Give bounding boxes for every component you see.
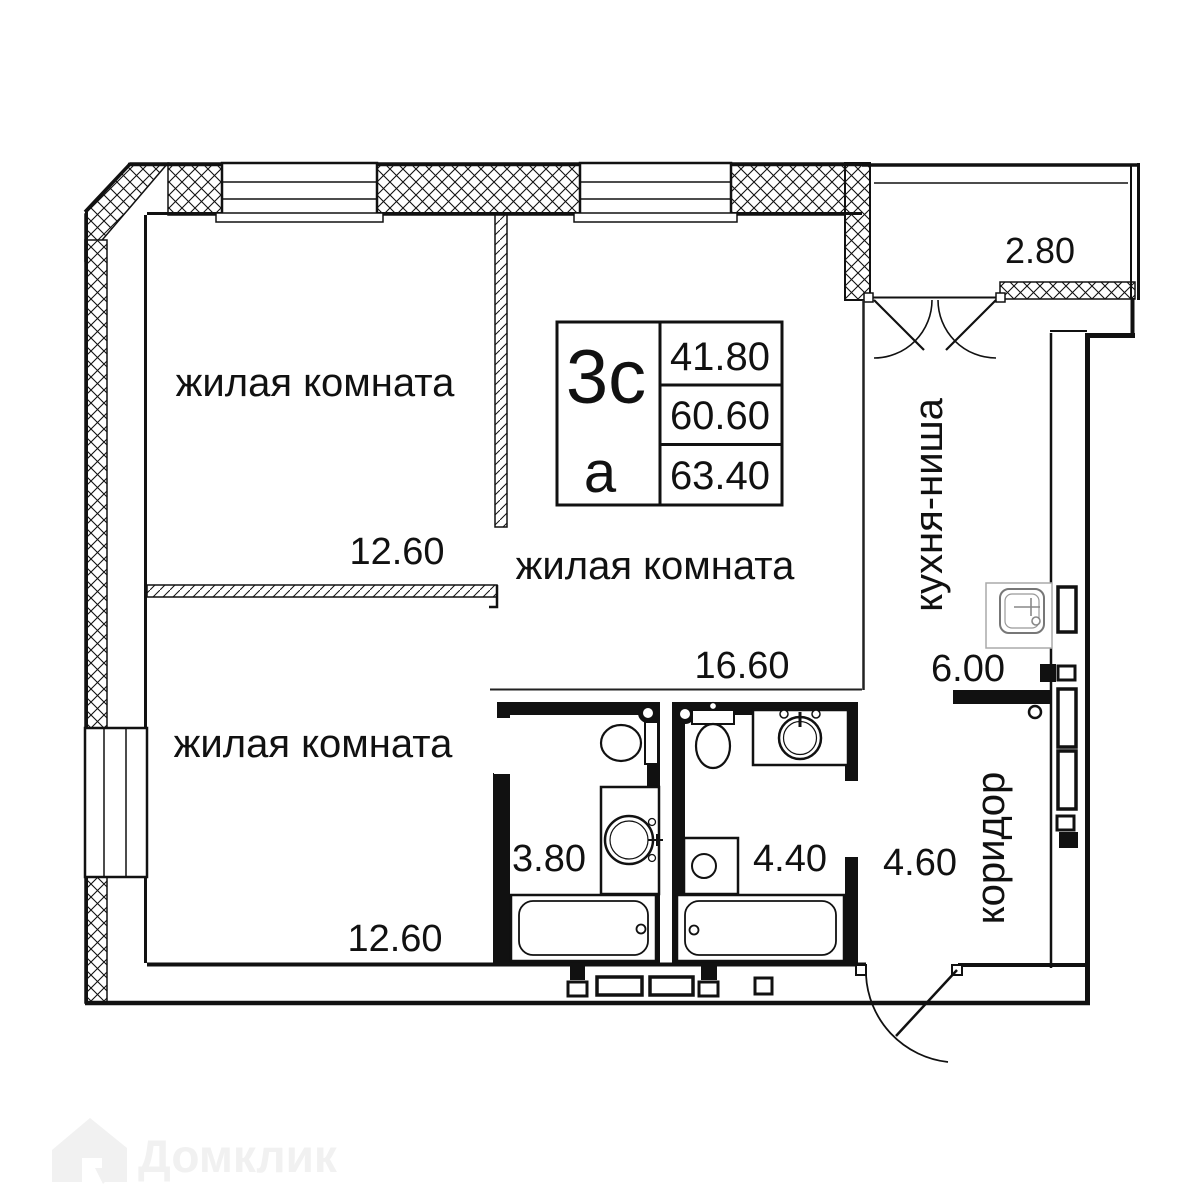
bathtub-icon xyxy=(509,893,658,963)
interior-partitions xyxy=(146,214,1050,963)
dim-corridor: 4.60 xyxy=(883,842,957,884)
room-labels: жилая комната 12.60 жилая комната 16.60 … xyxy=(174,361,1013,960)
title-area-1: 41.80 xyxy=(670,335,770,379)
toilet-icon xyxy=(691,701,735,770)
wall-balcony-pier xyxy=(844,162,871,301)
wall-balcony-bottom xyxy=(999,281,1136,300)
bathtub-icon xyxy=(675,893,846,963)
drain-point-icon xyxy=(675,704,695,724)
watermark: Домклик xyxy=(52,1118,338,1184)
window-top-1 xyxy=(215,161,384,223)
title-block: 3с а 41.80 60.60 63.40 xyxy=(555,320,784,507)
watermark-brand: Домклик xyxy=(138,1130,338,1182)
right-wall-shafts xyxy=(1040,585,1078,848)
dim-center: 16.60 xyxy=(694,645,789,687)
dim-balcony: 2.80 xyxy=(1005,230,1075,271)
balcony-door-icon xyxy=(863,292,1006,359)
entrance-door-icon xyxy=(855,964,963,1063)
title-variant-letter: а xyxy=(584,440,617,505)
title-area-3: 63.40 xyxy=(670,454,770,498)
watermark-house-icon xyxy=(52,1118,127,1184)
bathroom-large-door-opening xyxy=(843,781,861,857)
dim-kitchen: 6.00 xyxy=(931,648,1005,690)
drain-point-icon xyxy=(638,703,658,723)
room-label-top-left: жилая комната xyxy=(176,361,455,405)
dim-bathroom-large: 4.40 xyxy=(753,838,827,880)
title-area-2: 60.60 xyxy=(670,394,770,438)
room-label-corridor: коридор xyxy=(969,772,1013,925)
dim-bottom-left: 12.60 xyxy=(347,918,442,960)
dim-top-left: 12.60 xyxy=(349,531,444,573)
window-top-2 xyxy=(573,161,738,223)
wall-corridor-stub xyxy=(953,690,1050,704)
room-label-center: жилая комната xyxy=(516,544,795,588)
dim-bathroom-small: 3.80 xyxy=(512,838,586,880)
window-left xyxy=(83,726,149,879)
bathroom-small-door-opening xyxy=(494,718,512,774)
toilet-icon xyxy=(599,721,659,765)
title-type-code: 3с xyxy=(566,335,646,420)
washbasin-icon xyxy=(599,785,663,896)
balcony: 2.80 xyxy=(862,163,1140,300)
washing-machine-icon xyxy=(682,836,740,896)
room-label-bottom-left: жилая комната xyxy=(174,722,453,766)
washbasin-icon xyxy=(751,708,850,767)
kitchen-sink-icon xyxy=(985,582,1053,649)
room-label-kitchen: кухня-ниша xyxy=(907,397,951,612)
duct-shafts xyxy=(566,966,774,998)
door-pivot-icon xyxy=(1027,704,1043,720)
